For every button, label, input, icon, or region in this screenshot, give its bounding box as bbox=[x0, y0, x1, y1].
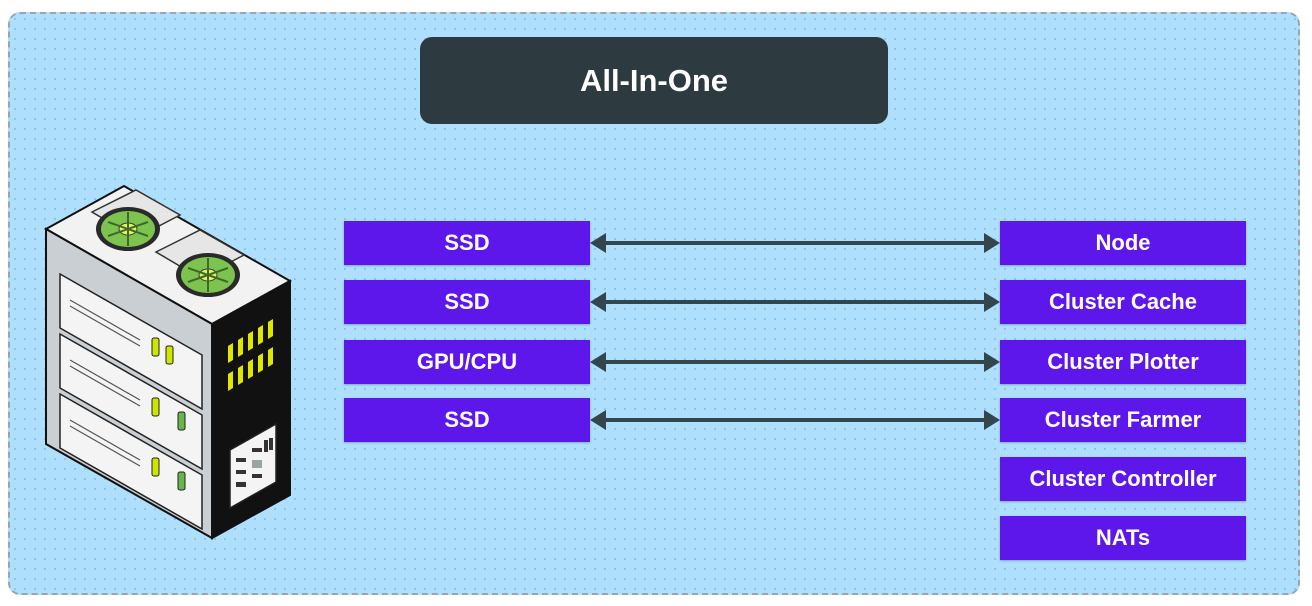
service-label: Cluster Controller bbox=[1029, 466, 1217, 491]
service-label: Cluster Cache bbox=[1049, 289, 1197, 314]
service-label: Node bbox=[1095, 230, 1151, 255]
service-label: Cluster Plotter bbox=[1047, 349, 1199, 374]
title-text: All-In-One bbox=[579, 62, 729, 98]
service-label: Cluster Farmer bbox=[1044, 407, 1202, 432]
component-box-ssd-1: SSD bbox=[344, 221, 590, 265]
service-box-nats: NATs bbox=[1000, 516, 1246, 560]
fan-icon bbox=[90, 189, 182, 251]
fan-icon bbox=[154, 229, 246, 297]
service-box-cluster-farmer: Cluster Farmer bbox=[1000, 398, 1246, 442]
service-label: NATs bbox=[1095, 525, 1151, 550]
service-box-cluster-plotter: Cluster Plotter bbox=[1000, 340, 1246, 384]
double-arrow bbox=[590, 410, 1000, 430]
component-label: GPU/CPU bbox=[416, 349, 518, 374]
component-box-ssd-2: SSD bbox=[344, 280, 590, 324]
service-box-cluster-cache: Cluster Cache bbox=[1000, 280, 1246, 324]
service-box-node: Node bbox=[1000, 221, 1246, 265]
component-label: SSD bbox=[444, 407, 490, 432]
double-arrow bbox=[590, 292, 1000, 312]
component-label: SSD bbox=[444, 230, 490, 255]
title-box: All-In-One bbox=[420, 37, 888, 124]
double-arrow bbox=[590, 352, 1000, 372]
component-box-gpu-cpu: GPU/CPU bbox=[344, 340, 590, 384]
component-label: SSD bbox=[444, 289, 490, 314]
server-rack-icon bbox=[43, 184, 293, 540]
service-box-cluster-controller: Cluster Controller bbox=[1000, 457, 1246, 501]
double-arrow bbox=[590, 233, 1000, 253]
component-box-ssd-3: SSD bbox=[344, 398, 590, 442]
